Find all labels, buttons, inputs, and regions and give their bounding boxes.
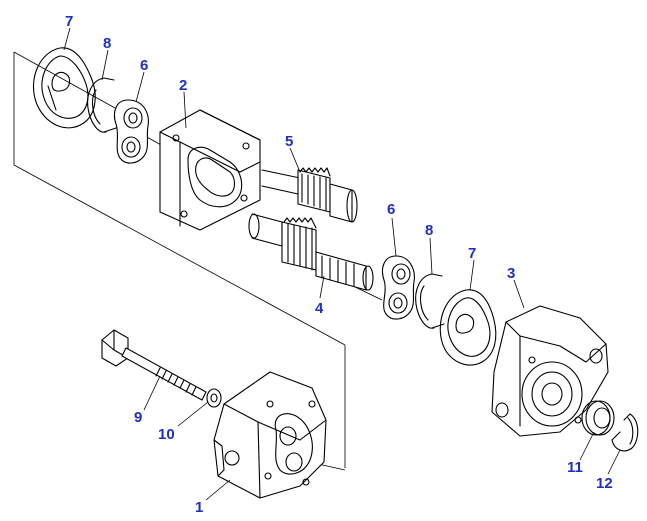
callout-12: 12: [596, 475, 613, 492]
part-3-front-cover: [491, 305, 609, 437]
callout-3: 3: [507, 265, 515, 282]
part-6-lower-bushing: [381, 255, 415, 320]
part-11-oil-seal: [581, 400, 615, 436]
callout-8-lower: 8: [425, 222, 433, 239]
callout-4: 4: [315, 300, 324, 317]
callout-11: 11: [567, 459, 583, 476]
callout-1: 1: [195, 499, 203, 516]
part-10-washer: [206, 388, 222, 408]
callout-7-upper: 7: [65, 13, 73, 30]
part-7-lower-plate: [439, 289, 497, 366]
callout-10: 10: [158, 426, 175, 443]
callout-labels: 7 8 6 2 5 6 8 7 3 4 9 10 11 12 1: [65, 13, 613, 516]
part-12-snap-ring: [611, 413, 639, 452]
part-6-upper-bushing: [113, 99, 149, 164]
callout-6-upper: 6: [140, 57, 148, 74]
part-9-bolt: [101, 329, 207, 401]
part-7-upper-plate: [32, 47, 96, 129]
part-2-gear-body: [159, 109, 261, 231]
callout-8-upper: 8: [103, 35, 111, 52]
part-8-upper-wire-ring: [87, 77, 117, 133]
part-4-drive-gear-shaft: [248, 213, 374, 291]
part-8-lower-wire-ring: [415, 273, 445, 329]
callout-6-lower: 6: [387, 201, 395, 218]
callout-5: 5: [285, 133, 293, 150]
callout-7-lower: 7: [468, 245, 476, 262]
callout-leaders: [63, 27, 621, 501]
callout-9: 9: [134, 409, 142, 426]
part-5-driven-gear: [261, 167, 358, 223]
part-1-rear-cover: [213, 371, 327, 499]
callout-2: 2: [179, 77, 187, 94]
